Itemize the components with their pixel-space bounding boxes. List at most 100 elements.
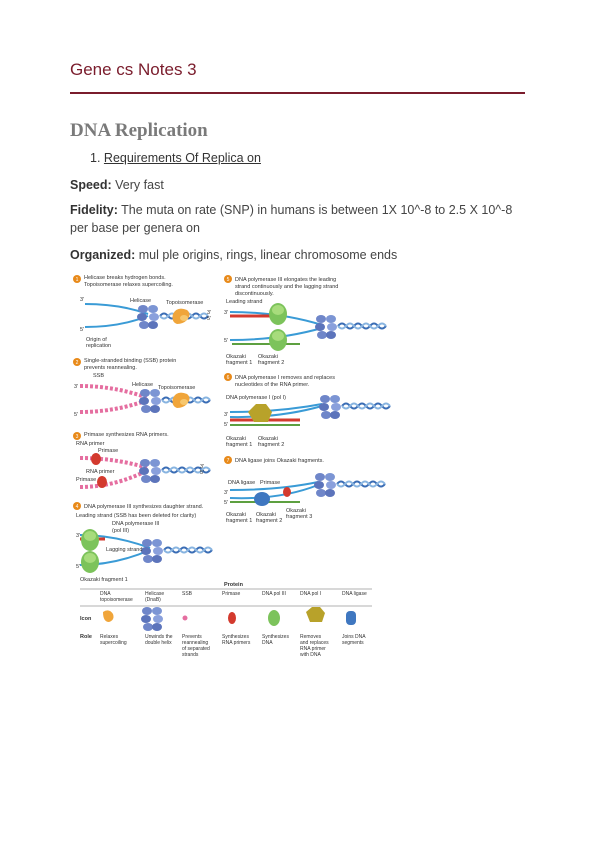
table-role-cell: RNA primer: [300, 646, 326, 652]
svg-text:3': 3': [224, 310, 228, 316]
table-header-cell: Primase: [222, 591, 241, 597]
fidelity-paragraph: Fidelity: The muta on rate (SNP) in huma…: [70, 201, 530, 237]
svg-text:3': 3': [224, 412, 228, 418]
svg-text:Primase: Primase: [76, 477, 96, 483]
table-role-cell: double helix: [145, 640, 172, 646]
svg-text:strand continuously and the la: strand continuously and the lagging stra…: [235, 284, 338, 290]
svg-text:DNA polymerase III elongates t: DNA polymerase III elongates the leading: [235, 277, 336, 283]
svg-text:Primase: Primase: [260, 480, 280, 486]
svg-text:3: 3: [76, 434, 79, 440]
svg-text:Okazaki: Okazaki: [226, 512, 246, 518]
table-role-cell: Synthesizes: [222, 634, 249, 640]
svg-text:2: 2: [76, 360, 79, 366]
table-header-cell: SSB: [182, 591, 193, 597]
svg-text:Helicase: Helicase: [130, 298, 151, 304]
svg-text:6: 6: [227, 375, 230, 381]
svg-text:7: 7: [227, 458, 230, 464]
svg-text:Lagging strand: Lagging strand: [106, 547, 142, 553]
svg-text:Okazaki: Okazaki: [258, 354, 278, 360]
svg-text:Single-stranded binding (SSB): Single-stranded binding (SSB) protein: [84, 358, 176, 364]
svg-text:DNA polymerase III synthesizes: DNA polymerase III synthesizes daughter …: [84, 504, 204, 510]
protein-table: Protein Icon Role DNAtopoisomeraseHelica…: [80, 582, 372, 658]
svg-text:5': 5': [80, 327, 84, 333]
svg-text:3': 3': [207, 310, 211, 316]
svg-text:Okazaki: Okazaki: [226, 436, 246, 442]
section-heading: DNA Replication: [70, 120, 208, 141]
svg-text:5': 5': [224, 338, 228, 344]
svg-text:Topoisomerase: Topoisomerase: [166, 300, 203, 306]
table-role-cell: and replaces: [300, 640, 329, 646]
svg-text:Okazaki: Okazaki: [256, 512, 276, 518]
svg-text:Role: Role: [80, 634, 92, 640]
svg-text:Okazaki: Okazaki: [286, 508, 306, 514]
svg-text:nucleotides of the RNA primer.: nucleotides of the RNA primer.: [235, 382, 310, 388]
svg-text:Helicase breaks hydrogen bonds: Helicase breaks hydrogen bonds.: [84, 275, 166, 281]
svg-text:fragment 1: fragment 1: [226, 442, 252, 448]
svg-text:3': 3': [80, 297, 84, 303]
table-header-cell: DNA: [100, 591, 111, 597]
table-role-cell: supercoiling: [100, 640, 127, 646]
svg-text:Topoisomerase relaxes supercoi: Topoisomerase relaxes supercoiling.: [84, 282, 173, 288]
svg-text:fragment 1: fragment 1: [226, 518, 252, 524]
table-role-cell: with DNA: [300, 652, 322, 658]
svg-text:Okazaki: Okazaki: [226, 354, 246, 360]
list-item-text: Requirements Of Replica on: [103, 151, 261, 165]
step-5-panel: 5 DNA polymerase III elongates the leadi…: [224, 275, 387, 366]
speed-label: Speed:: [70, 178, 112, 192]
svg-text:DNA ligase: DNA ligase: [228, 480, 255, 486]
svg-text:Protein: Protein: [224, 582, 244, 588]
table-role-cell: Removes: [300, 634, 322, 640]
svg-text:DNA polymerase III: DNA polymerase III: [112, 521, 160, 527]
table-role-cell: strands: [182, 652, 199, 658]
svg-text:5': 5': [207, 316, 211, 322]
table-header-cell: topoisomerase: [100, 597, 133, 603]
table-role-cell: Unwinds the: [145, 634, 173, 640]
header-rule: [70, 92, 525, 94]
table-role-cell: reannealing: [182, 640, 208, 646]
table-role-cell: Joins DNA: [342, 634, 366, 640]
svg-text:prevents reannealing.: prevents reannealing.: [84, 365, 137, 371]
svg-text:5': 5': [200, 470, 204, 476]
svg-text:3': 3': [76, 533, 80, 539]
svg-text:fragment 2: fragment 2: [256, 518, 282, 524]
step-1-panel: 1 Helicase breaks hydrogen bonds. Topois…: [73, 275, 211, 349]
svg-text:Helicase: Helicase: [132, 382, 153, 388]
header-title: Gene cs Notes 3: [70, 60, 197, 79]
table-header-cell: Helicase: [145, 591, 164, 597]
svg-text:DNA polymerase I (pol I): DNA polymerase I (pol I): [226, 395, 286, 401]
fidelity-text: The muta on rate (SNP) in humans is betw…: [70, 203, 513, 235]
svg-text:RNA primer: RNA primer: [86, 469, 115, 475]
svg-text:fragment 2: fragment 2: [258, 360, 284, 366]
organized-label: Organized:: [70, 248, 136, 262]
list-number: 1.: [90, 151, 101, 165]
step-2-panel: 2 Single-stranded binding (SSB) protein …: [73, 358, 211, 418]
svg-text:5': 5': [224, 500, 228, 506]
svg-text:5: 5: [227, 277, 230, 283]
table-role-cell: of separated: [182, 646, 210, 652]
svg-text:5': 5': [224, 422, 228, 428]
svg-text:DNA polymerase I removes and r: DNA polymerase I removes and replaces: [235, 375, 335, 381]
svg-text:replication: replication: [86, 343, 111, 349]
table-role-cell: Synthesizes: [262, 634, 289, 640]
svg-text:Leading strand: Leading strand: [226, 299, 262, 305]
list-item: 1. Requirements Of Replica on: [90, 151, 261, 165]
table-role-cell: RNA primers: [222, 640, 251, 646]
svg-text:discontinuously.: discontinuously.: [235, 291, 274, 297]
svg-text:5': 5': [74, 412, 78, 418]
organized-paragraph: Organized: mul ple origins, rings, linea…: [70, 246, 530, 264]
svg-text:(pol III): (pol III): [112, 528, 129, 534]
step-6-panel: 6 DNA polymerase I removes and replaces …: [224, 373, 391, 448]
table-role-cell: DNA: [262, 640, 273, 646]
svg-text:fragment 1: fragment 1: [226, 360, 252, 366]
table-header-cell: DNA pol I: [300, 591, 321, 597]
svg-text:3': 3': [74, 384, 78, 390]
table-header-cell: DNA pol III: [262, 591, 286, 597]
svg-text:4: 4: [76, 504, 79, 510]
organized-text: mul ple origins, rings, linear chromosom…: [135, 248, 398, 262]
svg-text:1: 1: [76, 277, 79, 283]
svg-text:Primase: Primase: [98, 448, 118, 454]
step-4-panel: 4 DNA polymerase III synthesizes daughte…: [73, 502, 213, 583]
table-header-cell: DNA ligase: [342, 591, 367, 597]
fidelity-label: Fidelity:: [70, 203, 118, 217]
svg-text:Origin of: Origin of: [86, 337, 107, 343]
